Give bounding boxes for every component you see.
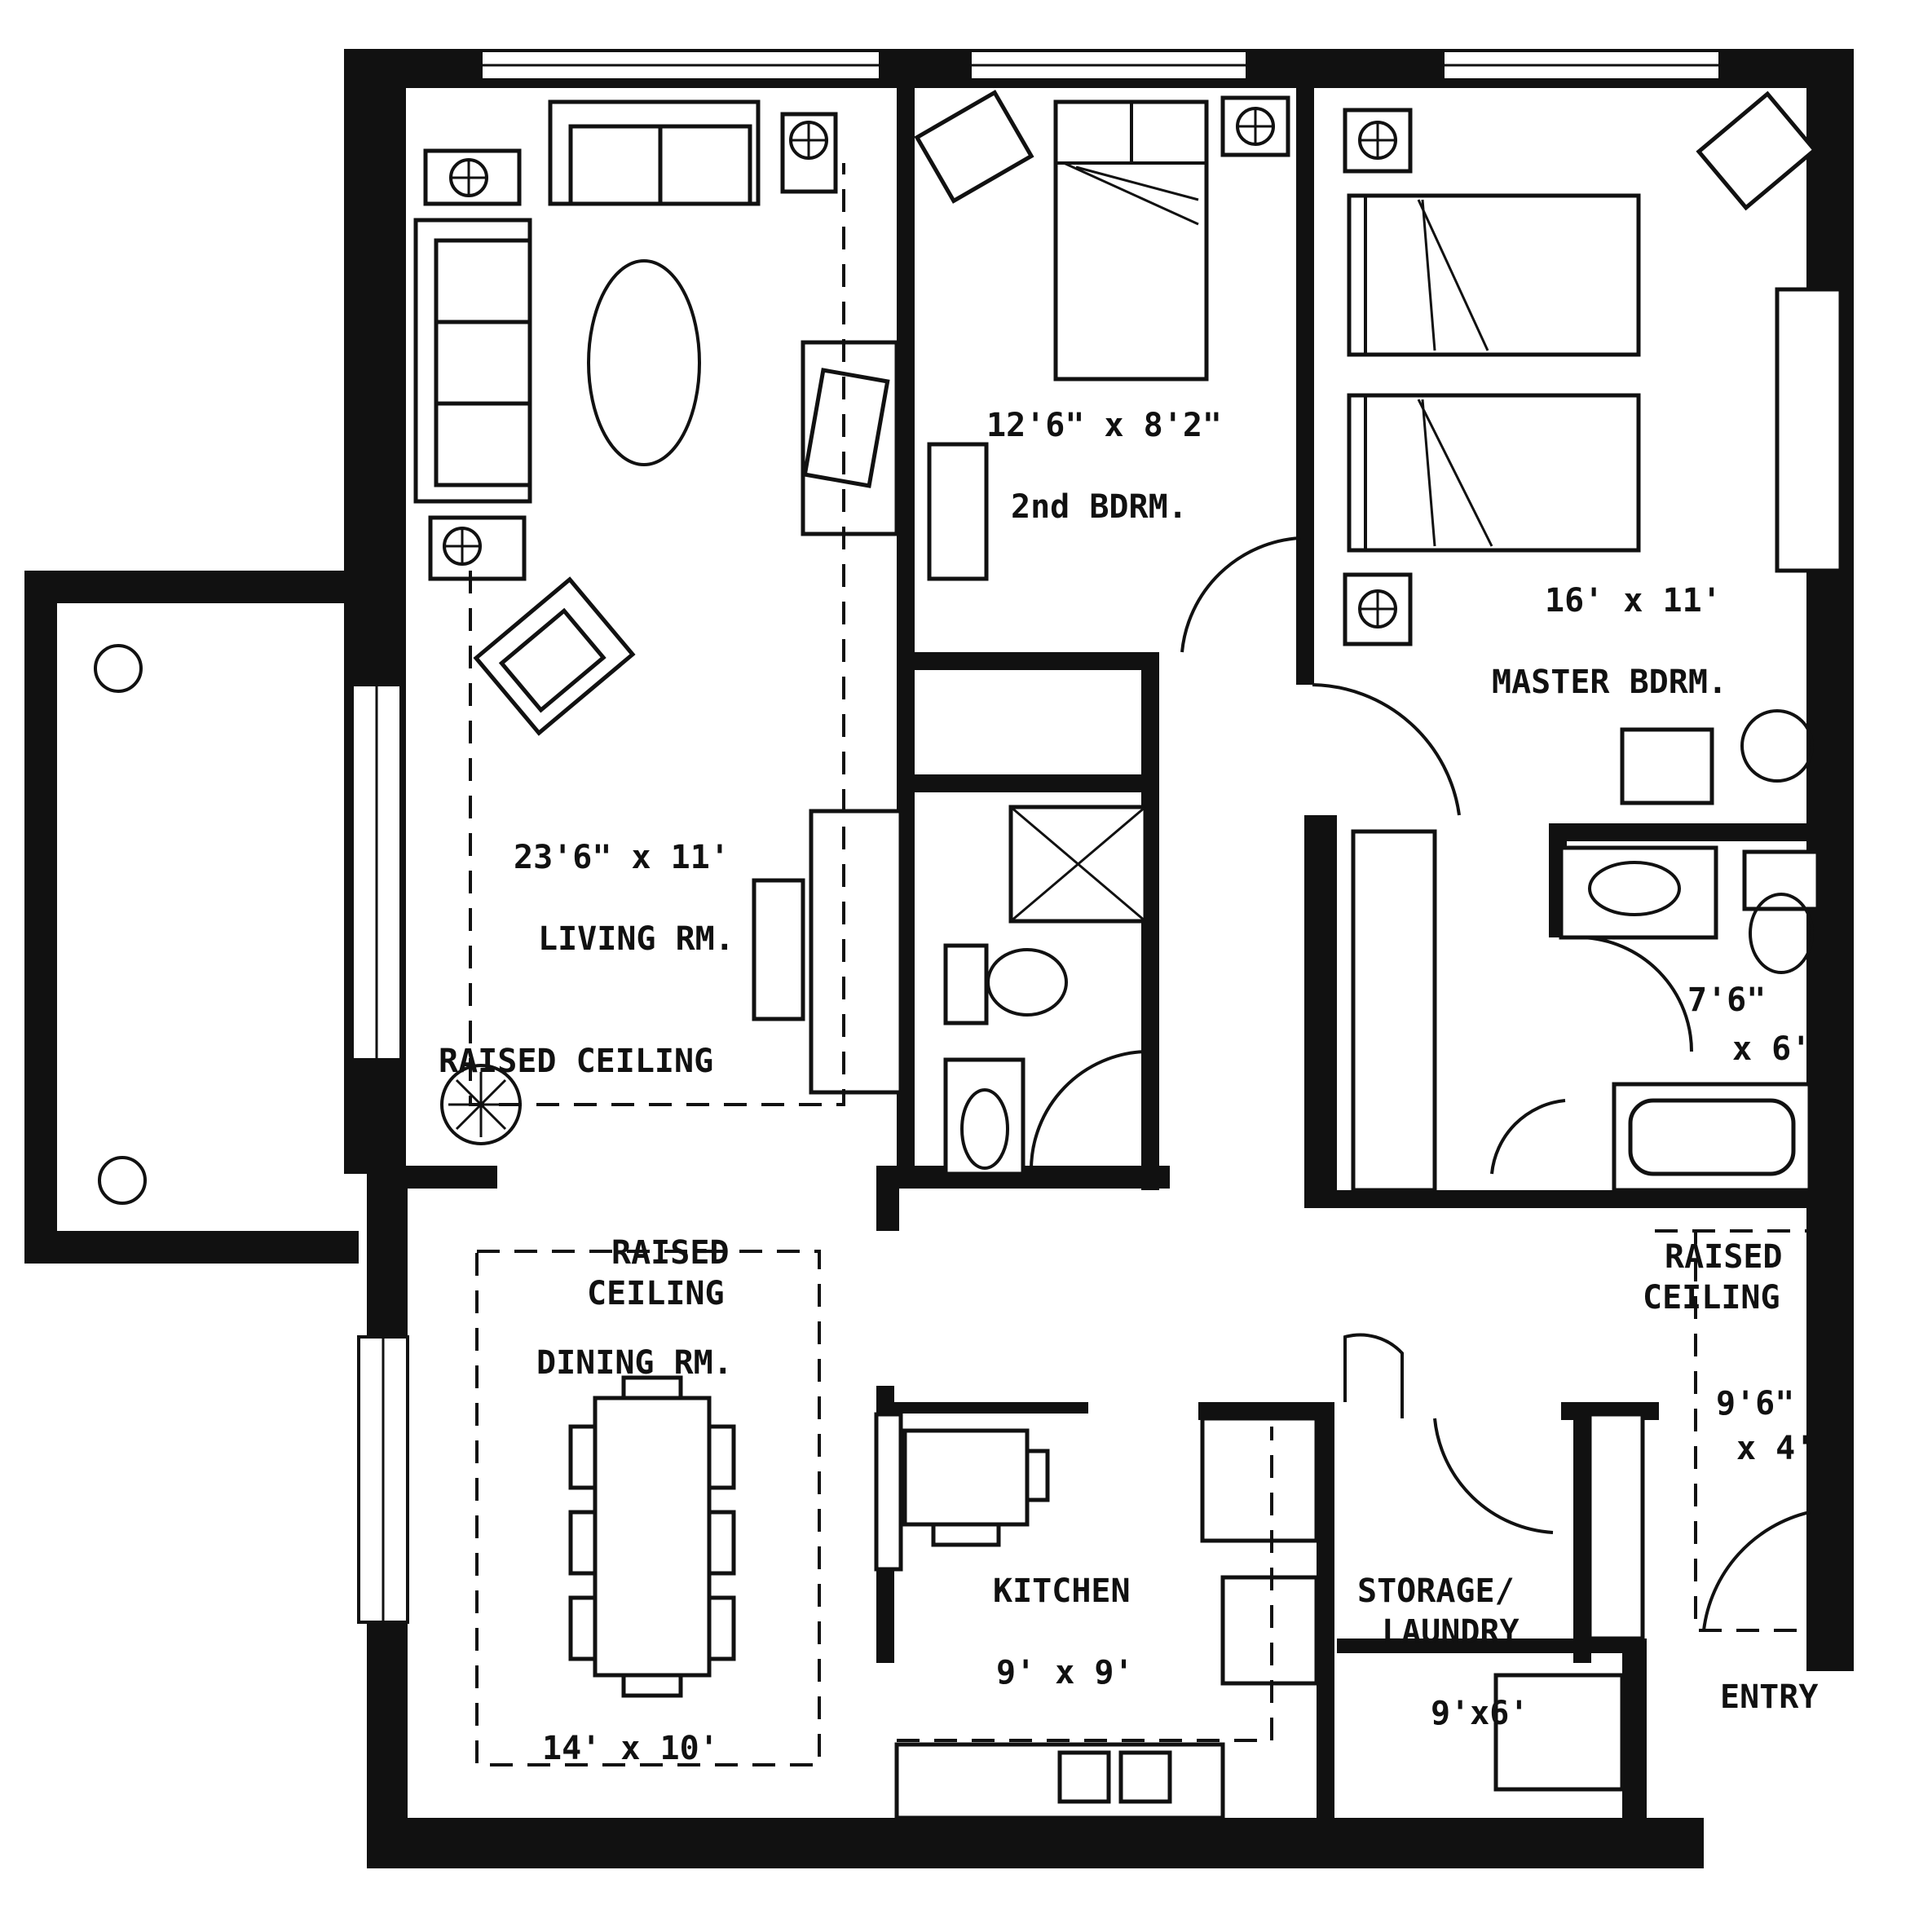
kitchen-dims-label: 9' x 9'	[996, 1654, 1134, 1691]
master-bedroom-name-label: MASTER BDRM.	[1492, 664, 1727, 701]
left-windows	[351, 683, 409, 1624]
dining-dims-label: 14' x 10'	[542, 1730, 719, 1767]
storage-name-line1: STORAGE/	[1357, 1572, 1515, 1610]
second-bedroom-dims-label: 12'6" x 8'2"	[986, 407, 1222, 444]
entry-ceiling-line1: RAISED	[1665, 1238, 1783, 1276]
living-name-label: LIVING RM.	[538, 920, 734, 958]
living-raised-ceiling-outline	[469, 163, 845, 1106]
balcony	[24, 571, 359, 1264]
entry-dims-line1: 9'6"	[1716, 1385, 1794, 1422]
master-bath-fixtures	[1490, 845, 1820, 1193]
entry-ceiling-line2: CEILING	[1643, 1279, 1780, 1317]
kitchen-name-label: KITCHEN	[993, 1572, 1131, 1610]
living-dims-label: 23'6" x 11'	[514, 839, 730, 876]
dining-ceiling-line2: CEILING	[587, 1275, 725, 1312]
master-bath-dims-line1: 7'6"	[1687, 981, 1766, 1019]
living-ceiling-label: RAISED CEILING	[439, 1043, 713, 1080]
room-labels: 23'6" x 11' LIVING RM. RAISED CEILING 12…	[439, 407, 1818, 1767]
master-bedroom-furniture	[1312, 90, 1843, 1193]
storage-dims-label: 9'x6'	[1431, 1695, 1528, 1732]
second-bedroom-name-label: 2nd BDRM.	[1011, 488, 1188, 526]
storage-name-line2: LAUNDRY	[1382, 1613, 1520, 1651]
entry-dims-line2: x 4'	[1736, 1430, 1815, 1467]
living-furniture	[413, 99, 903, 1145]
hall-bath-fixtures	[943, 805, 1148, 1176]
top-windows	[479, 49, 1722, 82]
master-bedroom-dims-label: 16' x 11'	[1545, 582, 1722, 620]
dining-ceiling-line1: RAISED	[611, 1234, 730, 1272]
dining-furniture	[475, 1250, 821, 1766]
dining-name-label: DINING RM.	[536, 1344, 733, 1382]
entry-name-label: ENTRY	[1720, 1678, 1818, 1716]
kitchen-fixtures	[874, 1402, 1319, 1820]
storage-fixtures	[1343, 1333, 1625, 1792]
entry-fixtures	[1587, 1229, 1828, 1641]
second-bedroom-furniture	[914, 90, 1301, 653]
master-bath-dims-line2: x 6'	[1732, 1030, 1811, 1068]
